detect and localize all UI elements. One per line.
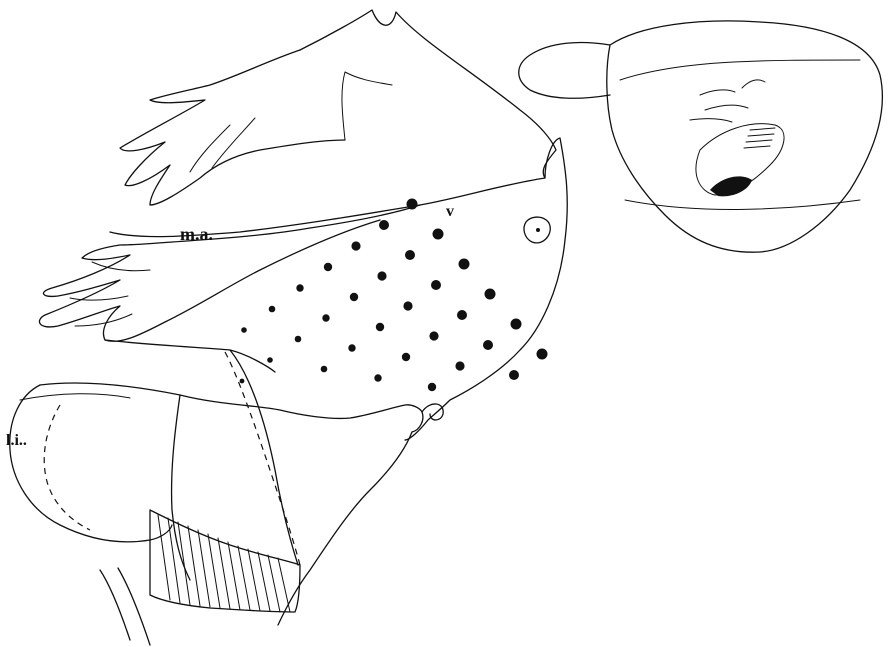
dot-marker [509,370,519,380]
dot-marker [321,366,328,373]
dot-marker [511,319,522,330]
li-lobe-outline [10,385,172,542]
dot-marker [374,374,381,381]
dot-marker [322,314,329,321]
dot-marker [428,383,436,391]
finger-lines [190,72,392,172]
dot-marker [403,301,412,310]
dot-marker [377,271,386,280]
li-dashed-contour [44,405,90,530]
dot-marker [269,306,276,313]
eye-dot [536,228,540,232]
dot-marker [295,336,302,343]
dot-marker [351,241,360,250]
dot-marker [376,323,384,331]
dot-marker [405,250,415,260]
dot-marker [431,280,441,290]
dot-marker [485,289,496,300]
dot-marker [379,220,389,230]
dot-marker [429,331,438,340]
label-v: v [446,203,454,220]
dot-marker [459,259,470,270]
label-li: l.i.. [6,432,27,449]
upper-limb-outline [110,10,556,237]
arm-underside-line [105,340,275,372]
label-ma: m.a. [180,224,213,244]
body-main-outline [40,383,423,432]
dot-marker [402,353,410,361]
li-inner-line [20,394,130,400]
dot-marker [433,229,444,240]
dot-marker [457,310,467,320]
dot-marker [455,361,464,370]
dot-marker [348,344,355,351]
coil-hook [422,404,443,420]
dot-marker [240,379,245,384]
lower-arm-outline [405,138,567,440]
dot-marker [407,199,418,210]
dot-marker [241,327,247,333]
dot-marker [483,340,493,350]
dot-marker [296,284,303,291]
stalk-outline [100,568,150,645]
dot-marker [267,357,273,363]
dot-marker [324,263,332,271]
dot-grid [240,199,548,392]
inset-figure [519,21,883,252]
dot-marker [350,293,358,301]
central-segment-outline [172,395,190,580]
dot-marker [537,349,548,360]
hand-outline [120,50,345,205]
lower-hand-outline [39,205,420,341]
inset-dark-mark [710,176,752,196]
